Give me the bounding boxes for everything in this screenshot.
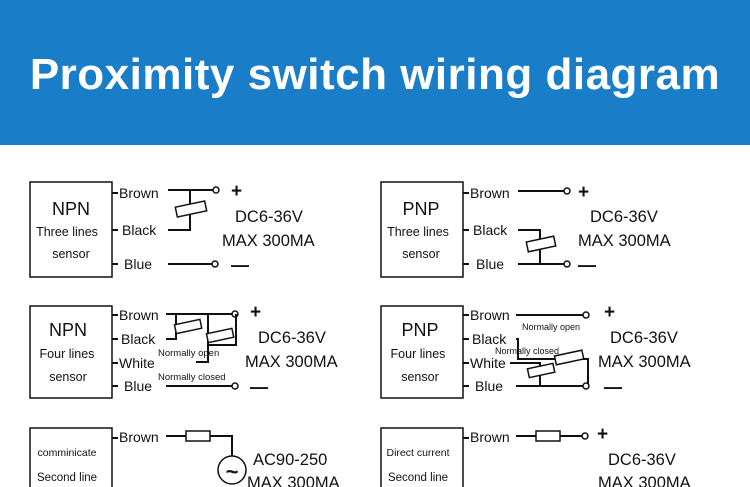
- load-resistor: [553, 349, 585, 366]
- terminal: [563, 187, 571, 195]
- normally-closed-label: Normally closed: [495, 346, 559, 356]
- wire-label-blue: Blue: [476, 256, 504, 272]
- ac-source-icon: [217, 455, 247, 485]
- wire-label-brown: Brown: [119, 307, 159, 323]
- wire-label-brown: Brown: [470, 429, 510, 445]
- dc-two-line-diagram: Direct current Second line Brown + DC6-3…: [380, 424, 691, 487]
- voltage-label: DC6-36V: [235, 208, 303, 226]
- load-resistor: [174, 200, 208, 218]
- sensor-type: PNP: [401, 320, 438, 340]
- wire-label-white: White: [470, 355, 506, 371]
- terminal: [582, 311, 590, 319]
- sensor-box: [29, 181, 113, 278]
- voltage-label: AC90-250: [253, 451, 327, 469]
- sensor-word: sensor: [49, 370, 87, 384]
- wire-label-black: Black: [473, 222, 508, 238]
- sensor-word: sensor: [52, 247, 90, 261]
- plus-sign: +: [578, 182, 589, 203]
- sensor-type: PNP: [402, 199, 439, 219]
- wire-label-brown: Brown: [119, 429, 159, 445]
- pnp-three-line-diagram: PNP Three lines sensor Brown Black Blue …: [380, 181, 671, 278]
- load-resistor: [205, 327, 235, 344]
- ac-two-line-diagram: comminicate Second line Brown ~ AC90-250…: [29, 427, 340, 487]
- pnp-four-line-diagram: PNP Four lines sensor Brown Black White …: [380, 302, 691, 399]
- normally-open-label: Normally open: [158, 348, 219, 359]
- minus-sign: —: [604, 377, 622, 397]
- npn-four-line-diagram: NPN Four lines sensor Brown Black White …: [29, 302, 338, 399]
- sensor-word: Second line: [37, 472, 97, 484]
- load-resistor: [185, 430, 211, 442]
- minus-sign: —: [250, 377, 268, 397]
- sensor-line-count: Three lines: [387, 225, 449, 239]
- voltage-label: DC6-36V: [610, 329, 678, 347]
- sensor-box: [29, 427, 113, 487]
- sensor-word: sensor: [402, 247, 440, 261]
- wire-label-blue: Blue: [124, 256, 152, 272]
- load-resistor: [535, 430, 561, 442]
- current-label: MAX 300MA: [222, 232, 315, 250]
- sensor-type: NPN: [52, 199, 90, 219]
- voltage-label: DC6-36V: [590, 208, 658, 226]
- wire-label-brown: Brown: [470, 307, 510, 323]
- load-resistor: [173, 318, 203, 335]
- terminal: [563, 260, 571, 268]
- page-title: Proximity switch wiring diagram: [29, 50, 721, 99]
- voltage-label: DC6-36V: [608, 451, 676, 469]
- sensor-type: NPN: [49, 320, 87, 340]
- wire-label-brown: Brown: [470, 185, 510, 201]
- current-label: MAX 300MA: [245, 353, 338, 371]
- sensor-line-count: Three lines: [36, 225, 98, 239]
- sensor-line-count: Four lines: [40, 347, 95, 361]
- current-label: MAX 300MA: [598, 353, 691, 371]
- current-label: MAX 300MA: [578, 232, 671, 250]
- wire-label-brown: Brown: [119, 185, 159, 201]
- plus-sign: +: [231, 181, 242, 202]
- plus-sign: +: [250, 302, 261, 323]
- current-label: MAX 300MA: [598, 474, 691, 487]
- sensor-box: [29, 305, 113, 399]
- wire-label-black: Black: [472, 331, 507, 347]
- plus-sign: +: [604, 302, 615, 323]
- ac-symbol: ~: [226, 459, 239, 484]
- wire-label-white: White: [119, 355, 155, 371]
- load-resistor: [525, 235, 557, 253]
- terminal: [581, 432, 589, 440]
- minus-sign: —: [231, 255, 249, 275]
- sensor-word: sensor: [401, 370, 439, 384]
- current-label: MAX 300MA: [247, 474, 340, 487]
- wire-label-black: Black: [122, 222, 157, 238]
- normally-open-label: Normally open: [522, 322, 580, 332]
- npn-three-line-diagram: NPN Three lines sensor Brown Black Blue …: [29, 181, 315, 278]
- terminal: [231, 382, 239, 390]
- terminal: [211, 260, 219, 268]
- sensor-box: [380, 181, 464, 278]
- sensor-line-count: Four lines: [391, 347, 446, 361]
- normally-closed-label: Normally closed: [158, 372, 226, 383]
- voltage-label: DC6-36V: [258, 329, 326, 347]
- sensor-box: [380, 305, 464, 399]
- minus-sign: —: [578, 255, 596, 275]
- plus-sign: +: [597, 424, 608, 445]
- wire-label-blue: Blue: [475, 378, 503, 394]
- load-resistor: [526, 362, 556, 379]
- wire-label-blue: Blue: [124, 378, 152, 394]
- sensor-line-count: Direct current: [386, 447, 449, 459]
- terminal: [212, 186, 220, 194]
- title-banner: Proximity switch wiring diagram: [0, 0, 750, 145]
- sensor-word: Second line: [388, 472, 448, 484]
- sensor-line-count: comminicate: [38, 447, 97, 459]
- wire-label-black: Black: [121, 331, 156, 347]
- sensor-box: [380, 427, 464, 487]
- terminal: [582, 382, 590, 390]
